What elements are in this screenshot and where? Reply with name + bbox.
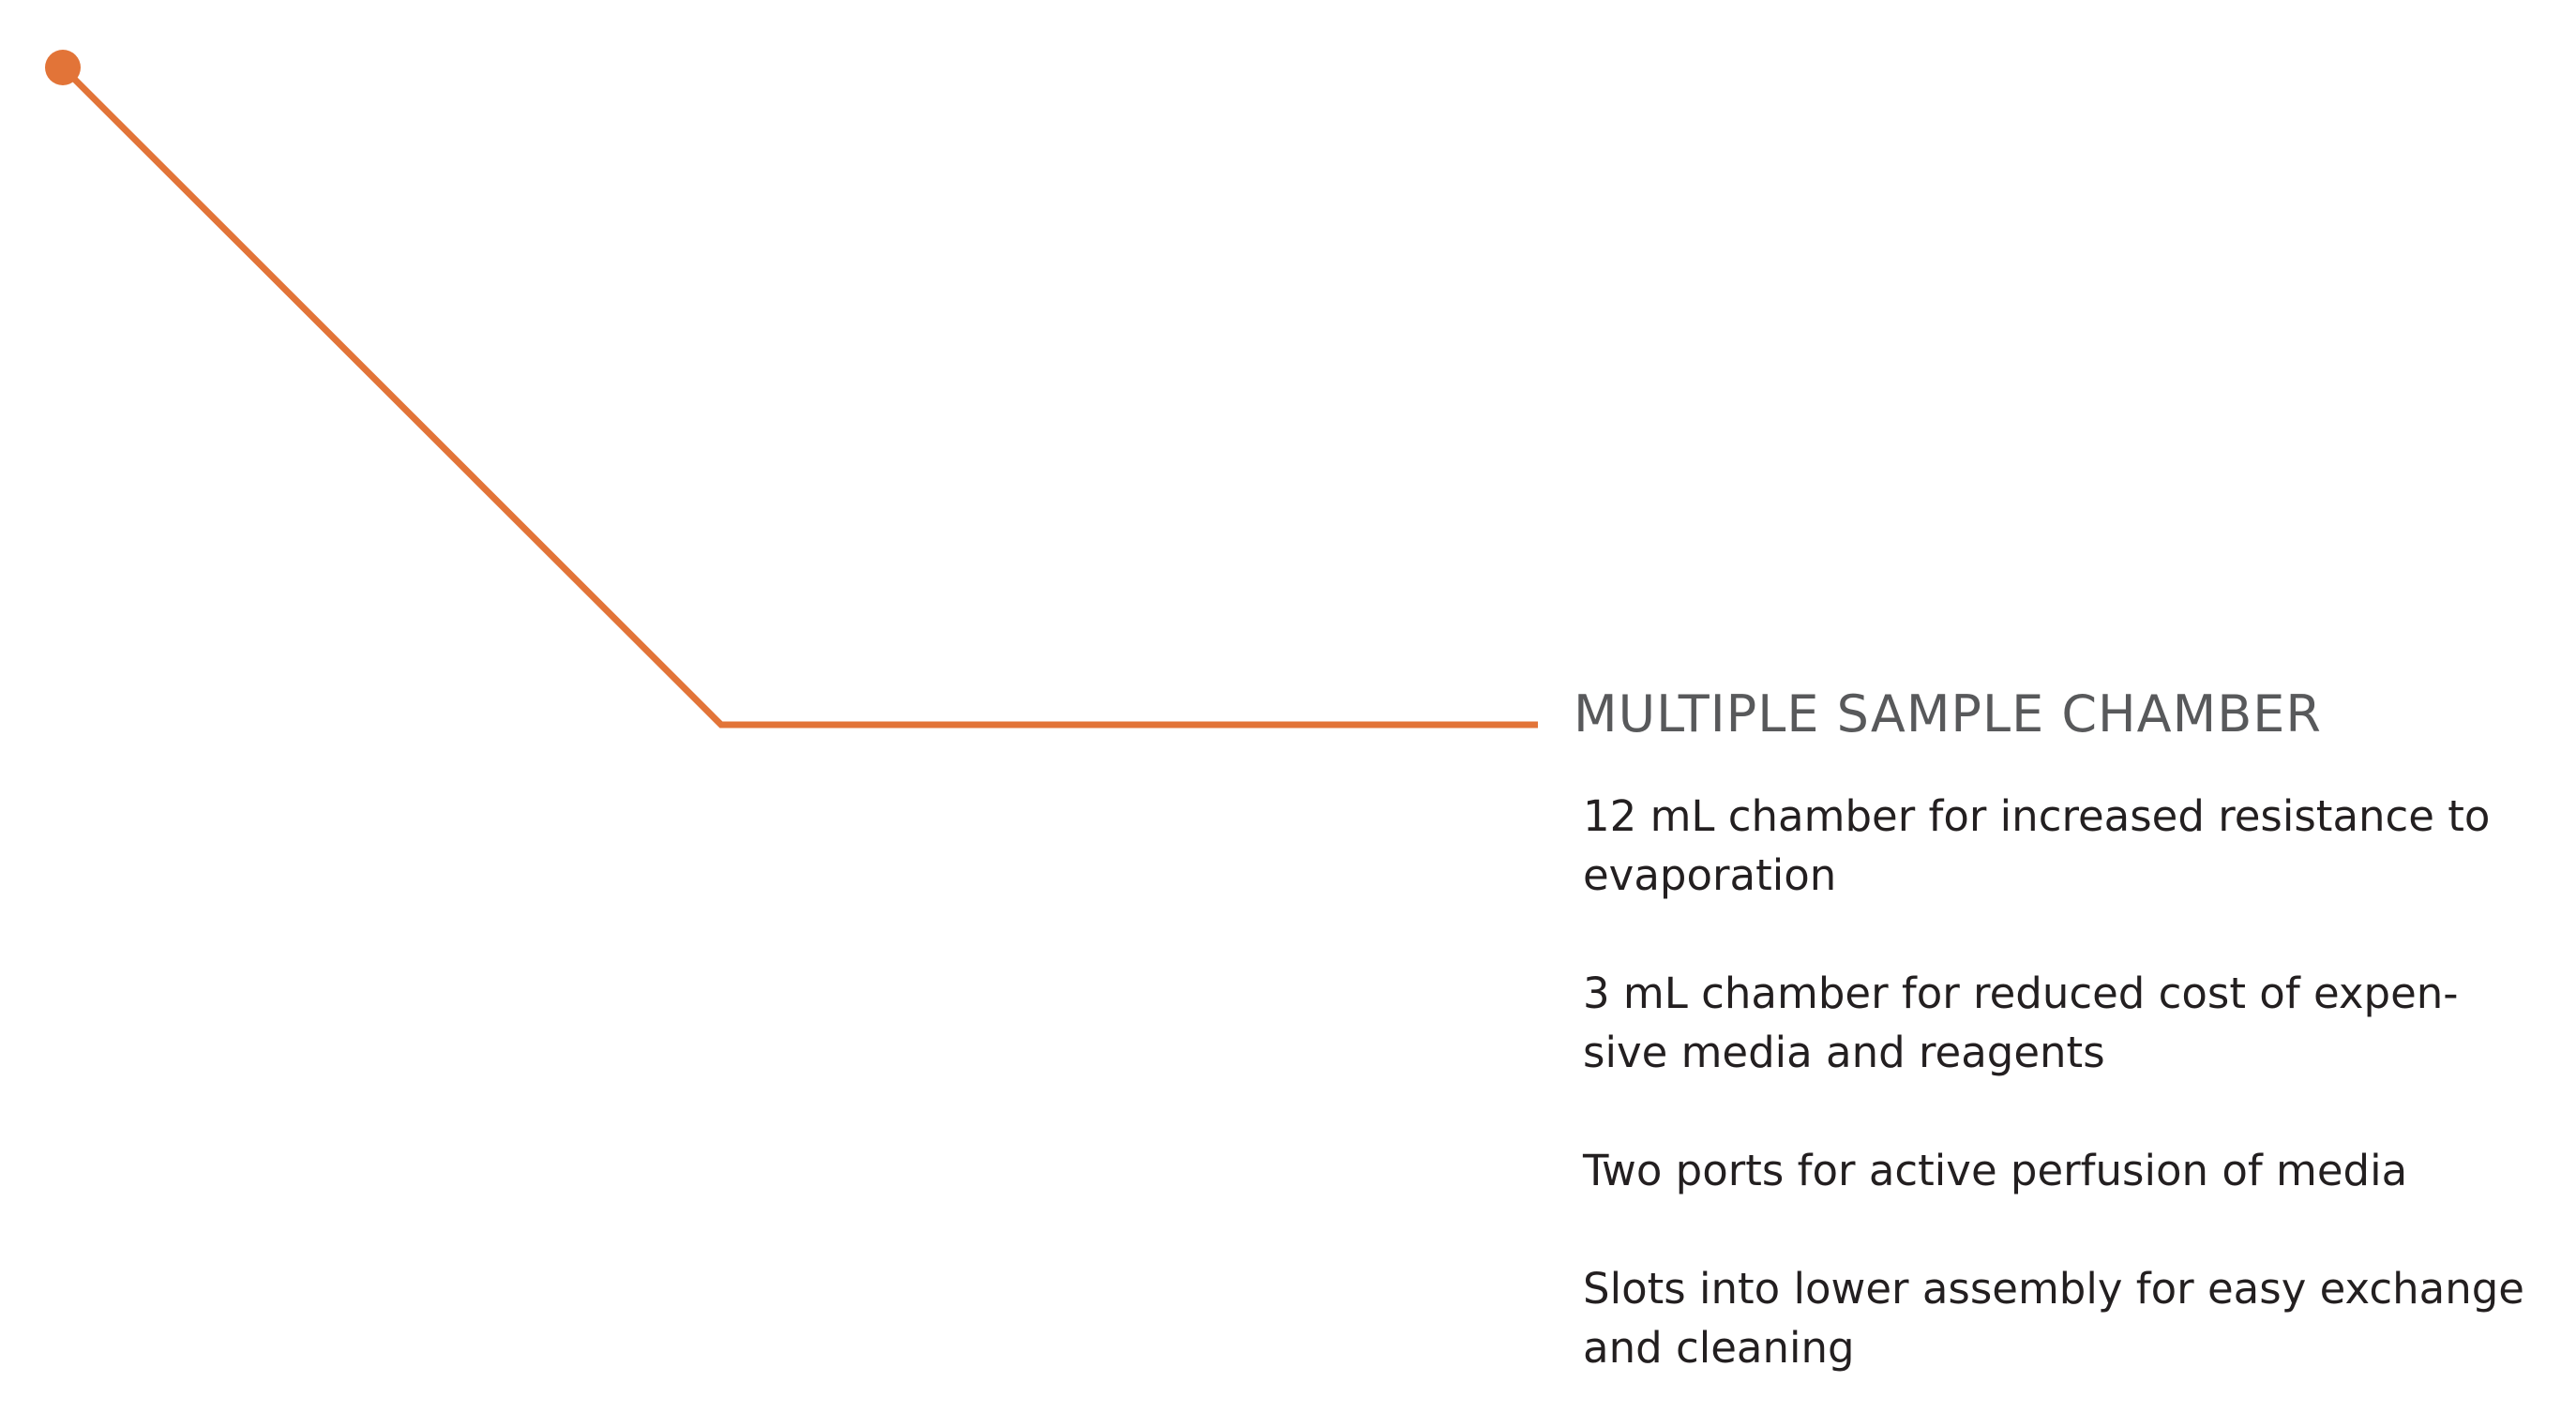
feature-callout: MULTIPLE SAMPLE CHAMBER 12 mL chamber fo… bbox=[1574, 684, 2568, 1377]
feature-item-perfusion-ports: Two ports for active perfusion of media bbox=[1583, 1145, 2408, 1195]
feature-item-easy-exchange: Slots into lower assembly for easy excha… bbox=[1583, 1263, 2524, 1373]
feature-item-reduced-cost: 3 mL chamber for reduced cost of expen- … bbox=[1583, 968, 2459, 1077]
leader-line bbox=[60, 65, 1538, 729]
callout-title: MULTIPLE SAMPLE CHAMBER bbox=[1574, 684, 2322, 744]
feature-list: 12 mL chamber for increased resistance t… bbox=[1574, 787, 2568, 1377]
feature-item-evaporation: 12 mL chamber for increased resistance t… bbox=[1583, 790, 2491, 900]
leader-anchor-dot bbox=[45, 50, 81, 85]
